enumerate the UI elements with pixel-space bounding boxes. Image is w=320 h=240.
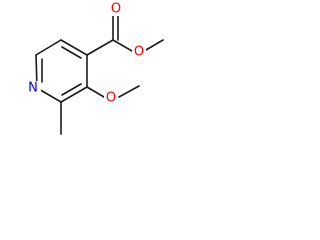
bond-methoxy-oxygen-methyl (118, 85, 140, 98)
pyridine-ring (35, 39, 88, 103)
bond-c5-c4 (60, 39, 88, 56)
chemical-structure-diagram: O O O N (27, 2, 164, 135)
methoxy-oxygen-label: O (106, 91, 116, 106)
bond-c4-carbonyl (86, 39, 114, 56)
atom-label-carbonyl-oxygen: O (109, 2, 122, 17)
methoxy-group (86, 85, 140, 98)
bond-c6-c5 (35, 39, 62, 56)
bond-carbonyl-ester-oxygen (112, 39, 133, 52)
atom-label-ester-oxygen: O (132, 44, 146, 60)
ester-oxygen-label: O (134, 45, 144, 60)
bond-ester-oxygen-methyl (145, 39, 164, 51)
atom-label-methoxy-oxygen: O (104, 90, 118, 106)
double-bond-c5-c4-inner (61, 46, 82, 59)
carbonyl-oxygen-label: O (111, 2, 121, 17)
atom-label-ring-nitrogen: N (27, 81, 41, 96)
double-bond-c3-c2-inner (61, 83, 82, 96)
methyl-ester-group (86, 13, 164, 56)
bond-c3-methoxy-oxygen (86, 86, 105, 98)
ring-nitrogen-label: N (28, 81, 38, 96)
bond-c3-c2 (60, 86, 88, 103)
